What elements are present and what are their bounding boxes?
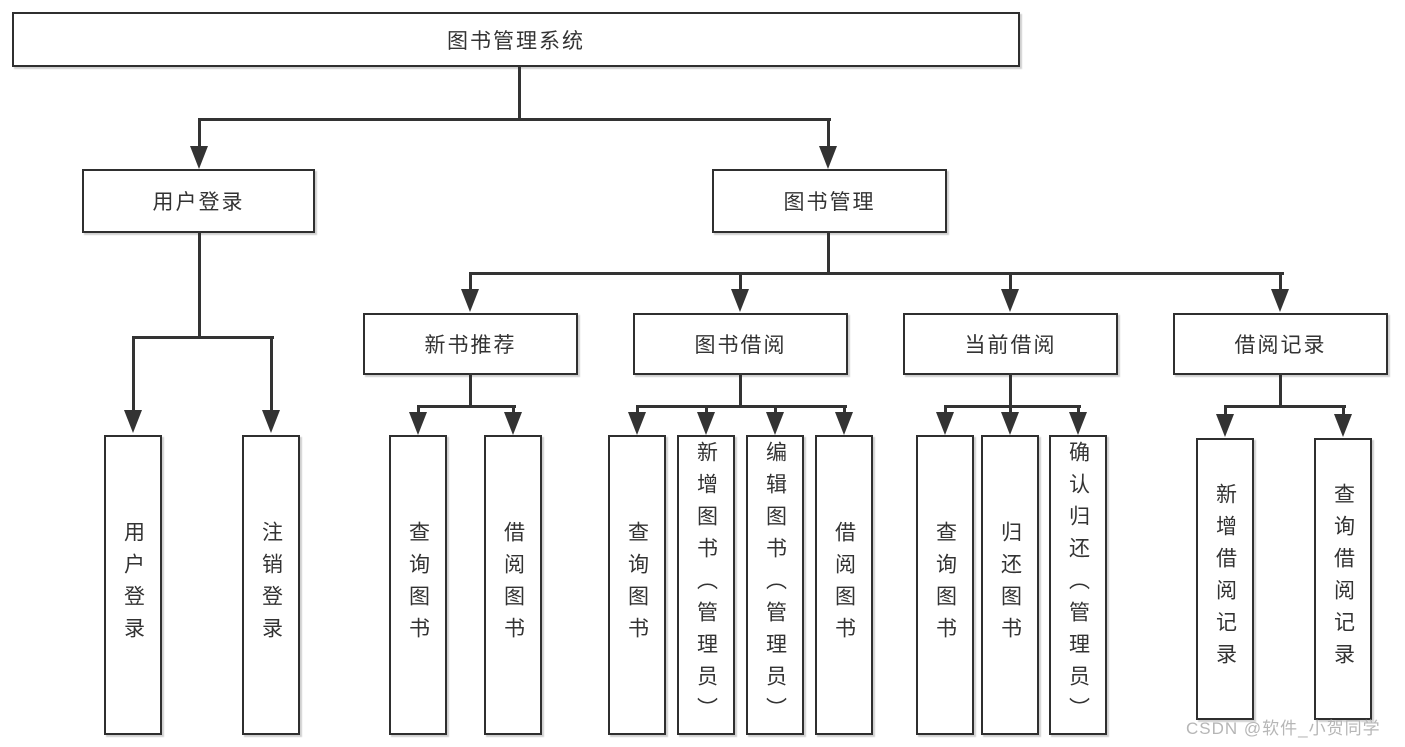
connector-stem xyxy=(1009,373,1012,408)
connector-stem xyxy=(469,272,472,292)
connector-stem xyxy=(1009,272,1012,292)
node-book-management-label: 图书管理 xyxy=(783,191,876,214)
leaf-query-books-current: 查询图书 xyxy=(916,435,974,735)
connector-stem xyxy=(1279,272,1282,292)
leaf-logout: 注销登录 xyxy=(242,435,300,735)
node-user-login: 用户登录 xyxy=(82,169,315,233)
connector-stem xyxy=(843,405,846,414)
leaf-confirm-return-admin: 确认归还（管理员） xyxy=(1049,435,1107,735)
leaf-logout-label: 注销登录 xyxy=(259,521,283,649)
leaf-borrow-books-recommend: 借阅图书 xyxy=(484,435,542,735)
leaf-add-borrow-record-label: 新增借阅记录 xyxy=(1213,483,1237,675)
leaf-query-books-current-label: 查询图书 xyxy=(933,521,957,649)
node-root-label: 图书管理系统 xyxy=(447,29,585,53)
connector-stem xyxy=(512,405,515,414)
arrow-head xyxy=(461,289,479,312)
leaf-add-books-admin-label: 新增图书（管理员） xyxy=(694,441,718,729)
leaf-edit-books-admin-label: 编辑图书（管理员） xyxy=(763,441,787,729)
leaf-query-borrow-record: 查询借阅记录 xyxy=(1314,438,1372,720)
arrow-head xyxy=(1069,412,1087,435)
connector-split xyxy=(944,405,1081,408)
node-current-borrow: 当前借阅 xyxy=(903,313,1118,375)
node-new-book-recommend-label: 新书推荐 xyxy=(424,334,517,357)
arrow-head xyxy=(1001,289,1019,312)
leaf-add-books-admin: 新增图书（管理员） xyxy=(677,435,735,735)
arrow-head xyxy=(1271,289,1289,312)
leaf-return-books: 归还图书 xyxy=(981,435,1039,735)
leaf-query-borrow-record-label: 查询借阅记录 xyxy=(1331,483,1355,675)
leaf-query-books-borrow-label: 查询图书 xyxy=(625,521,649,649)
arrow-head xyxy=(504,412,522,435)
arrow-head xyxy=(628,412,646,435)
arrow-head xyxy=(409,412,427,435)
arrow-head xyxy=(936,412,954,435)
node-new-book-recommend: 新书推荐 xyxy=(363,313,578,375)
connector-split xyxy=(417,405,516,408)
node-book-borrow: 图书借阅 xyxy=(633,313,848,375)
connector-stem xyxy=(739,272,742,292)
connector-stem xyxy=(636,405,639,414)
leaf-query-books-recommend: 查询图书 xyxy=(389,435,447,735)
leaf-confirm-return-admin-label: 确认归还（管理员） xyxy=(1066,441,1090,729)
node-user-login-label: 用户登录 xyxy=(152,191,245,214)
connector-stem xyxy=(270,336,273,412)
connector-root-split xyxy=(198,118,831,121)
node-current-borrow-label: 当前借阅 xyxy=(964,334,1057,357)
leaf-user-login-label: 用户登录 xyxy=(121,521,145,649)
leaf-borrow-books-label: 借阅图书 xyxy=(832,521,856,649)
connector-split xyxy=(636,405,847,408)
connector-stem xyxy=(132,336,135,412)
arrow-head xyxy=(124,410,142,433)
arrow-head xyxy=(819,146,837,169)
connector-stem xyxy=(1009,405,1012,414)
node-book-management: 图书管理 xyxy=(712,169,947,233)
node-book-borrow-label: 图书借阅 xyxy=(694,334,787,357)
arrow-head xyxy=(835,412,853,435)
connector-stem xyxy=(827,231,830,275)
connector-split xyxy=(132,336,274,339)
connector-stem xyxy=(739,373,742,408)
connector-stem xyxy=(1224,405,1227,416)
leaf-edit-books-admin: 编辑图书（管理员） xyxy=(746,435,804,735)
node-borrow-records-label: 借阅记录 xyxy=(1234,334,1327,357)
arrow-head xyxy=(766,412,784,435)
connector-stem xyxy=(198,231,201,339)
node-borrow-records: 借阅记录 xyxy=(1173,313,1388,375)
arrow-head xyxy=(1216,414,1234,437)
connector-stem xyxy=(1077,405,1080,414)
leaf-query-books-recommend-label: 查询图书 xyxy=(406,521,430,649)
connector-stem xyxy=(774,405,777,414)
arrow-head xyxy=(697,412,715,435)
connector-stem xyxy=(705,405,708,414)
arrow-head xyxy=(190,146,208,169)
connector-stem xyxy=(417,405,420,414)
leaf-borrow-books: 借阅图书 xyxy=(815,435,873,735)
connector-split xyxy=(1224,405,1346,408)
arrow-head xyxy=(1334,414,1352,437)
csdn-watermark: CSDN @软件_小贺同学 xyxy=(1186,719,1381,738)
connector-stem xyxy=(1342,405,1345,416)
arrow-head xyxy=(262,410,280,433)
leaf-return-books-label: 归还图书 xyxy=(998,521,1022,649)
connector-root-trunk xyxy=(518,66,521,120)
connector-stem xyxy=(944,405,947,414)
connector-split xyxy=(469,272,1284,275)
connector-stem xyxy=(469,373,472,408)
arrow-head xyxy=(731,289,749,312)
leaf-user-login: 用户登录 xyxy=(104,435,162,735)
arrow-head xyxy=(1001,412,1019,435)
connector-stem xyxy=(198,120,201,149)
leaf-query-books-borrow: 查询图书 xyxy=(608,435,666,735)
node-root: 图书管理系统 xyxy=(12,12,1020,67)
leaf-borrow-books-recommend-label: 借阅图书 xyxy=(501,521,525,649)
connector-stem xyxy=(827,120,830,149)
leaf-add-borrow-record: 新增借阅记录 xyxy=(1196,438,1254,720)
connector-stem xyxy=(1279,373,1282,408)
